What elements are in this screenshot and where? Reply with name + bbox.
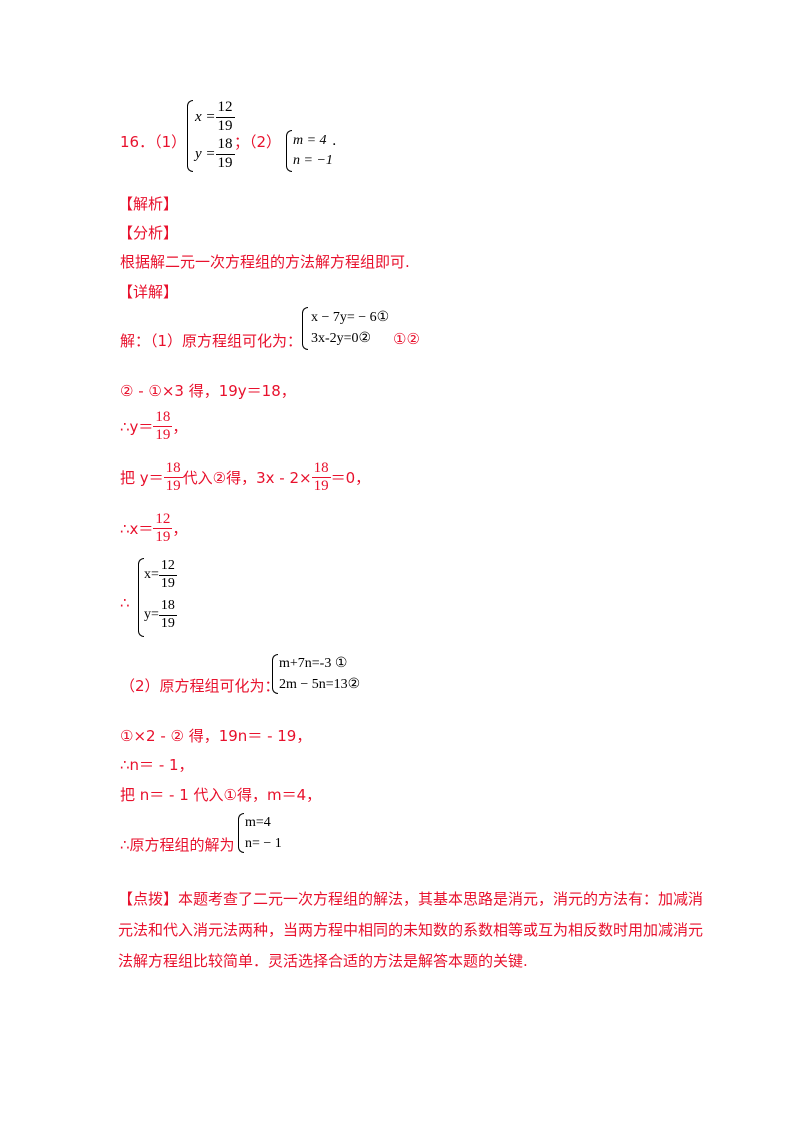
dianbo-block: 【点拨】本题考查了二元一次方程组的解法，其基本思路是消元，消元的方法有：加减消 … <box>118 884 718 977</box>
part2-step2: ∴n＝ - 1， <box>120 756 194 774</box>
result-y-label: y= <box>144 607 159 622</box>
y4-den: 19 <box>313 478 329 495</box>
x2-num: 12 <box>153 511 173 530</box>
fenxi-text: 根据解二元一次方程组的方法解方程组即可. <box>120 253 410 271</box>
ry-den: 19 <box>160 615 175 631</box>
part2-final-brace <box>238 813 244 853</box>
x2-den: 19 <box>155 529 171 546</box>
x-den: 19 <box>217 117 233 134</box>
system-brace-2 <box>286 130 292 172</box>
trailing-dot: . <box>332 133 337 149</box>
ry-num: 18 <box>158 598 177 616</box>
final-m: m=4 <box>245 815 271 830</box>
substitute-prefix: 把 y＝ <box>120 469 164 488</box>
part1-brace <box>302 307 308 350</box>
part1-system: x − 7y= − 6① 3x-2y=0② <box>311 307 389 349</box>
part1-eq1: x − 7y= − 6① <box>311 310 390 325</box>
rx-den: 19 <box>160 575 175 591</box>
y3-den: 19 <box>165 478 181 495</box>
part2-step1: ①×2 - ② 得，19n＝ - 19， <box>120 727 312 745</box>
separator: ；（2） <box>234 133 282 151</box>
substitute-mid: 代入②得，3x - 2× <box>182 469 312 488</box>
part1-step1: ② - ①×3 得，19y＝18， <box>120 382 296 400</box>
dianbo-line2: 元法和代入消元法两种，当两方程中相同的未知数的系数相等或互为相反数时用加减消元 <box>118 921 704 939</box>
question-number: 16．（1） <box>120 133 187 151</box>
y-equals-prefix: ∴y＝ <box>120 418 154 437</box>
part2-final: ∴原方程组的解为 <box>120 836 235 854</box>
n-value: n = −1 <box>293 153 333 168</box>
y-den: 19 <box>217 154 233 171</box>
dianbo-line3: 法解方程组比较简单．灵活选择合适的方法是解答本题的关键. <box>118 952 528 970</box>
x-num: 12 <box>215 99 235 118</box>
part1-intro: 解：（1）原方程组可化为： <box>120 332 303 350</box>
rx-num: 12 <box>158 558 177 576</box>
x-equals-prefix: ∴x＝ <box>120 520 154 539</box>
comma: ， <box>172 418 188 437</box>
y-equals: y = <box>195 145 216 162</box>
part2-system: m+7n=-3 ① 2m − 5n=13② <box>279 653 360 695</box>
x-equals: x = <box>195 108 216 125</box>
y-num: 18 <box>215 136 235 155</box>
part2-final-system: m=4 n= − 1 <box>245 812 282 854</box>
part2-brace <box>272 654 278 694</box>
final-n: n= − 1 <box>245 836 282 851</box>
part1-tail: ①② <box>393 332 420 348</box>
system-brace-1 <box>187 100 193 172</box>
y2-num: 18 <box>153 409 173 428</box>
heading-fenxi: 【分析】 <box>118 224 179 242</box>
therefore-symbol: ∴ <box>120 594 130 612</box>
part2-step3: 把 n＝ - 1 代入①得，m＝4， <box>120 786 322 804</box>
result-x-label: x= <box>144 567 159 582</box>
part2-eq2: 2m − 5n=13② <box>279 677 361 692</box>
equals-zero: ＝0， <box>330 469 371 488</box>
y2-den: 19 <box>155 427 171 444</box>
comma-2: ， <box>172 520 188 539</box>
y3-num: 18 <box>163 460 183 479</box>
dianbo-line1: 【点拨】本题考查了二元一次方程组的解法，其基本思路是消元，消元的方法有：加减消 <box>118 890 704 908</box>
heading-detail: 【详解】 <box>118 283 179 301</box>
heading-analysis: 【解析】 <box>118 195 179 213</box>
part2-eq1: m+7n=-3 ① <box>279 656 348 671</box>
y4-num: 18 <box>311 460 331 479</box>
part1-result-brace <box>138 558 144 637</box>
part2-intro: （2）原方程组可化为： <box>120 677 280 695</box>
part1-eq2: 3x-2y=0② <box>311 331 372 346</box>
solution-system-2: m = 4 n = −1 <box>293 131 333 171</box>
m-value: m = 4 <box>293 133 327 148</box>
